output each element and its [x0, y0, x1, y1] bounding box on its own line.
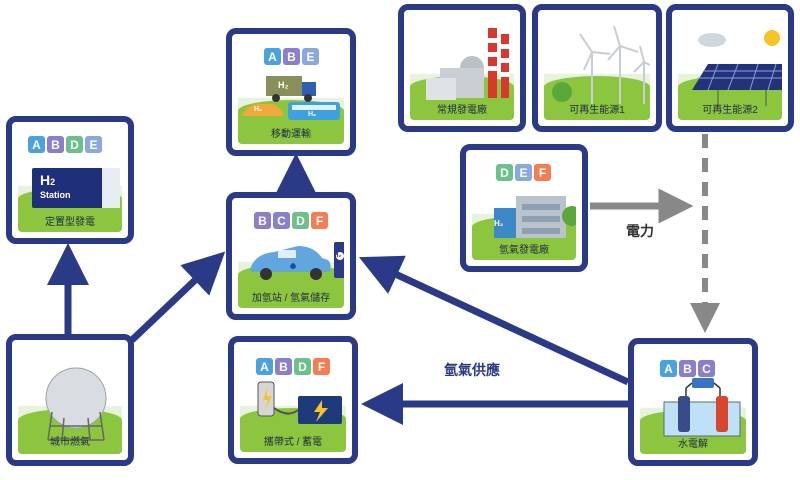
station-badges: B C D F — [254, 212, 328, 229]
badge-C: C — [698, 360, 715, 377]
mobility-card: H₂ H₂ H₂ A B E 移動運輸 — [226, 28, 356, 156]
solar-panel-icon — [692, 30, 782, 106]
arrow-electrolysis-to-station — [358, 255, 630, 386]
electrolysis-icon — [663, 378, 741, 437]
badge-D: D — [292, 212, 309, 229]
badge-A: A — [264, 48, 281, 65]
hydrogen-supply-label: 氫氣供應 — [444, 362, 500, 378]
badge-F: F — [313, 358, 330, 375]
badge-D: D — [66, 136, 83, 153]
mobility-badges: A B E — [264, 48, 319, 65]
sign-station-text: Station — [40, 190, 71, 200]
renewable1-card: 可再生能源1 — [532, 4, 662, 132]
mobility-caption: 移動運輸 — [271, 129, 311, 140]
arrow-citygas-to-station — [129, 251, 226, 343]
station-card: H₂ B C D F 加氫站 / 氫氣儲存 — [226, 192, 356, 320]
power-plant-icon — [426, 28, 509, 100]
renewable2-caption: 可再生能源2 — [702, 105, 758, 116]
portable-caption: 攜帶式 / 蓄電 — [263, 437, 323, 448]
power-label: 電力 — [626, 223, 654, 239]
badge-E: E — [302, 48, 319, 65]
sign-h-text: H — [40, 172, 51, 188]
battery-phone-icon — [257, 381, 342, 424]
city-gas-card: 城市燃氣 — [6, 334, 134, 466]
stationary-badges: A B D E — [28, 136, 102, 153]
hydrogen-plant-icon — [494, 196, 576, 238]
portable-badges: A B D F — [256, 358, 330, 375]
badge-B: B — [275, 358, 292, 375]
plant-h2-text: H₂ — [494, 219, 504, 228]
badge-A: A — [256, 358, 273, 375]
badge-A: A — [660, 360, 677, 377]
badge-B: B — [47, 136, 64, 153]
hydrogen-plant-badges: D E F — [496, 164, 551, 181]
electrolysis-badges: A B C — [660, 360, 715, 377]
badge-D: D — [496, 164, 513, 181]
truck-h2-text: H₂ — [278, 80, 289, 90]
badge-C: C — [273, 212, 290, 229]
badge-D: D — [294, 358, 311, 375]
badge-B: B — [679, 360, 696, 377]
hydrogen-plant-card: H₂ D E F 氫氣發電廠 — [460, 144, 588, 272]
wind-turbine-icon — [552, 25, 650, 104]
sign-sub-text: 2 — [50, 177, 56, 187]
station-caption: 加氫站 / 氫氣儲存 — [251, 293, 331, 304]
bus-h2-text: H₂ — [308, 111, 317, 118]
conventional-plant-card: 常規發電廠 — [398, 4, 526, 132]
pump-h2-text: H₂ — [334, 253, 341, 259]
renewable1-caption: 可再生能源1 — [569, 105, 625, 116]
portable-card: A B D F 攜帶式 / 蓄電 — [228, 336, 358, 464]
city-gas-caption: 城市燃氣 — [50, 437, 90, 448]
badge-B: B — [254, 212, 271, 229]
stationary-card: H2 Station A B D E 定置型發電 — [6, 116, 134, 244]
car-h2-text: H₂ — [254, 106, 263, 113]
vehicles-icon — [242, 76, 340, 120]
hydrogen-plant-caption: 氫氣發電廠 — [499, 245, 549, 256]
badge-E: E — [515, 164, 532, 181]
stationary-caption: 定置型發電 — [45, 217, 95, 228]
fuel-station-icon — [250, 242, 344, 280]
gas-tank-icon — [45, 367, 107, 441]
electrolysis-card: A B C 水電解 — [628, 338, 758, 466]
badge-A: A — [28, 136, 45, 153]
conventional-plant-caption: 常規發電廠 — [437, 105, 487, 116]
badge-B: B — [283, 48, 300, 65]
badge-F: F — [311, 212, 328, 229]
h2-station-unit: H2 Station — [32, 168, 120, 208]
electrolysis-caption: 水電解 — [678, 439, 708, 450]
renewable2-card: 可再生能源2 — [666, 4, 794, 132]
badge-F: F — [534, 164, 551, 181]
badge-E: E — [85, 136, 102, 153]
